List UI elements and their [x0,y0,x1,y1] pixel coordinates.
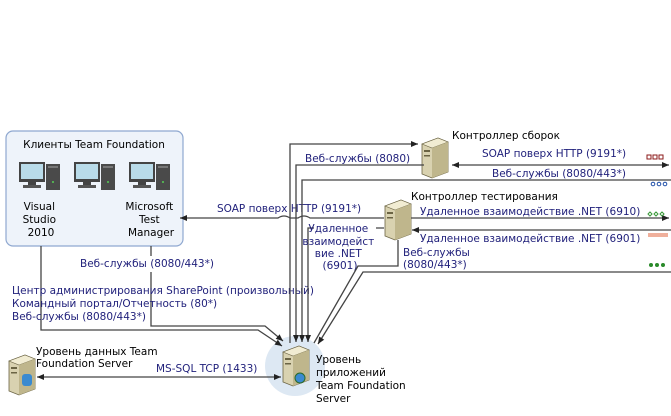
computer-icon [19,162,60,190]
squares-marker [646,154,664,160]
data-tier-label: Уровень данных Team Foundation Server [36,346,161,370]
mtm-to-app-connection [150,272,284,342]
test-manager-label: Microsoft Test Manager [125,201,176,239]
circles-marker [650,181,668,187]
agent-web-services-connection [299,179,671,342]
visual-studio-label: Visual Studio 2010 [23,201,60,239]
test-agent-web-services-connection [317,271,671,345]
soap-mtm-label: SOAP поверх HTTP (9191*) [217,203,361,215]
soap-mtm-connection [180,215,384,221]
diamonds-marker [647,211,665,217]
build-controller-label: Контроллер сборок [452,130,560,142]
app-to-build-connection [289,141,418,343]
agent-web-services-label: Веб-службы (8080/443*) [492,168,626,180]
dots-marker [649,263,665,267]
sql-label: MS-SQL TCP (1433) [156,363,257,375]
links-marker [648,233,668,237]
computer-icon [129,162,170,190]
test-web-services-connection [313,240,399,344]
clients-group: Клиенты Team Foundation Visual Studio 20… [5,130,184,247]
clients-protocols-label: Центр администрирования SharePoint (прои… [12,285,317,323]
globe-icon [294,372,306,384]
test-controller-server-icon [384,199,412,241]
test-web-services-label: Веб-службы (8080/443*) [403,247,473,271]
app-tier-label: Уровень приложений Team Foundation Serve… [315,354,409,405]
legend-markers [646,154,668,267]
build-web-services-label: Веб-службы (8080) [305,153,410,165]
clients-title: Клиенты Team Foundation [23,139,165,151]
remoting-6901-label: Удаленное взаимодействие .NET (6901) [420,233,640,245]
clients-to-app-connection [40,246,283,347]
clients-box [5,130,184,247]
test-controller-label: Контроллер тестирования [411,191,558,203]
test-remoting-6901-label: Удаленное взаимодейст вие .NET (6901) [302,223,377,272]
build-web-services-connection [293,164,424,342]
build-soap-label: SOAP поверх HTTP (9191*) [482,148,626,160]
build-controller-server-icon [421,137,449,179]
database-icon [22,374,32,386]
computer-icon [74,162,115,190]
mtm-web-services-label: Веб-службы (8080/443*) [80,258,214,270]
remoting-6910-label: Удаленное взаимодействие .NET (6910) [420,206,640,218]
